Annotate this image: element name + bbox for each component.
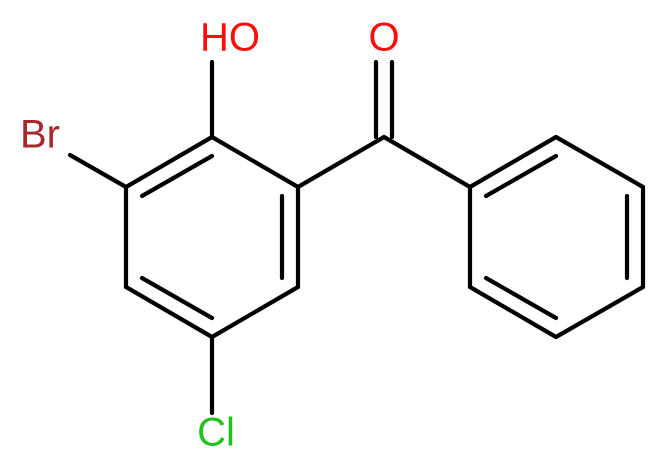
bond-c4-c5-inner — [139, 275, 215, 321]
bond-c6-br — [67, 152, 129, 190]
bond-c2-carbonyl — [295, 134, 387, 190]
bond-p5-p6-inner — [483, 275, 559, 321]
bond-p1-p2-inner — [483, 153, 559, 199]
atom-labels: HO O Br Cl — [20, 16, 400, 455]
bond-c4-c5 — [123, 284, 215, 340]
bond-c6-c1 — [123, 134, 215, 190]
bond-c6-c1-inner — [139, 153, 215, 199]
hydroxyl-label: HO — [200, 16, 260, 60]
bonds — [67, 59, 646, 416]
bromine-label: Br — [20, 113, 60, 157]
bond-p2-p3 — [553, 134, 646, 190]
bond-c3-c4 — [209, 284, 301, 340]
bond-p4-p5 — [553, 284, 646, 340]
chlorine-label: Cl — [197, 411, 235, 455]
bond-p5-p6 — [467, 284, 559, 340]
bond-p1-p2 — [467, 134, 559, 190]
bond-c1-c2 — [209, 134, 301, 190]
carbonyl-oxygen-label: O — [368, 16, 399, 60]
bond-carbonyl-ph — [381, 134, 473, 190]
